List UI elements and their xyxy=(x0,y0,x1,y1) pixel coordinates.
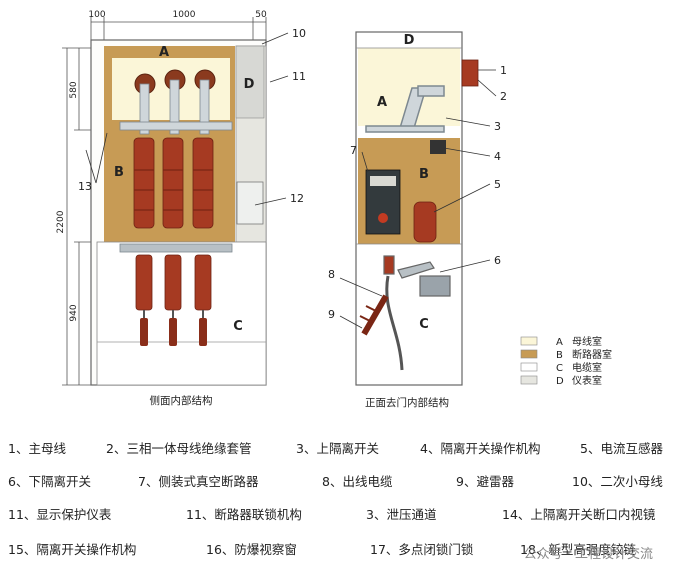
caption-side: 侧面内部结构 xyxy=(150,394,213,407)
front-letter-d: D xyxy=(404,33,415,48)
part-item: 18、新型高强度铰链 xyxy=(520,542,636,557)
callout-11: 11 xyxy=(292,70,306,83)
legend-key-a: A xyxy=(556,337,563,348)
part-item: 6、下隔离开关 xyxy=(8,474,91,489)
front-leaders xyxy=(339,69,497,329)
front-lower-disconnector xyxy=(383,255,451,297)
legend-swatch-c xyxy=(520,362,538,372)
front-letter-a: A xyxy=(377,95,387,110)
front-letter-b: B xyxy=(419,167,429,182)
side-leaders xyxy=(85,32,289,206)
left-dimensions xyxy=(62,47,100,386)
side-letter-c: C xyxy=(233,319,243,334)
legend-key-b: B xyxy=(556,350,563,361)
callout-5: 5 xyxy=(494,178,501,191)
legend-swatch-b xyxy=(520,349,538,359)
part-item: 17、多点闭锁门锁 xyxy=(370,542,474,557)
legend-label-d: 仪表室 xyxy=(572,374,602,387)
front-surge-arrester xyxy=(359,294,389,336)
callout-4: 4 xyxy=(494,150,501,163)
callout-13: 13 xyxy=(78,180,92,193)
breaker-ribs xyxy=(134,169,213,211)
side-letter-d: D xyxy=(244,77,255,92)
dim-top-mid: 1000 xyxy=(173,10,196,20)
dim-top-right: 50 xyxy=(255,10,267,20)
part-item: 10、二次小母线 xyxy=(572,474,663,489)
side-arresters xyxy=(140,318,207,346)
part-item: 16、防爆视察窗 xyxy=(206,542,297,557)
front-view: D A B C 1 2 3 4 5 6 7 8 9 正面去门内部结构 xyxy=(328,31,507,409)
legend: A B C D 母线室 断路器室 电缆室 仪表室 xyxy=(520,335,612,387)
side-view: 100 1000 50 2200 580 940 xyxy=(56,10,306,407)
side-letter-a: A xyxy=(159,45,169,60)
part-item: 7、侧装式真空断路器 xyxy=(138,474,259,489)
front-operating-mechanism xyxy=(430,140,446,154)
callout-9: 9 xyxy=(328,308,335,321)
front-letter-c: C xyxy=(419,317,429,332)
side-letter-b: B xyxy=(114,165,124,180)
part-item: 11、显示保护仪表 xyxy=(8,507,112,522)
part-item: 5、电流互感器 xyxy=(580,441,663,456)
callout-3: 3 xyxy=(494,120,501,133)
dim-height-total: 2200 xyxy=(56,210,66,233)
callout-1: 1 xyxy=(500,64,507,77)
legend-key-d: D xyxy=(556,376,564,387)
parts-list: 1、主母线 2、三相一体母线绝缘套管 3、上隔离开关 4、隔离开关操作机构 5、… xyxy=(0,432,675,583)
parts-row-1: 1、主母线 2、三相一体母线绝缘套管 3、上隔离开关 4、隔离开关操作机构 5、… xyxy=(0,438,675,458)
caption-front: 正面去门内部结构 xyxy=(365,396,449,409)
parts-row-3: 11、显示保护仪表 11、断路器联锁机构 3、泄压通道 14、上隔离开关断口内视… xyxy=(0,504,675,524)
watermark: 公众号 · 工程设计交流 xyxy=(523,547,653,562)
legend-swatch-d xyxy=(520,375,538,385)
part-item: 4、隔离开关操作机构 xyxy=(420,441,541,456)
callout-8: 8 xyxy=(328,268,335,281)
breaker-poles xyxy=(133,137,214,229)
dim-top-left: 100 xyxy=(88,10,105,20)
part-item: 1、主母线 xyxy=(8,441,66,456)
callout-12: 12 xyxy=(290,192,304,205)
part-item: 11、断路器联锁机构 xyxy=(186,507,302,522)
part-item: 15、隔离开关操作机构 xyxy=(8,542,137,557)
part-item: 3、泄压通道 xyxy=(366,507,437,522)
front-upper-disconnector xyxy=(365,85,445,133)
dim-height-lower: 940 xyxy=(69,304,79,321)
upper-disconnector xyxy=(119,79,233,135)
part-item: 3、上隔离开关 xyxy=(296,441,379,456)
callout-7: 7 xyxy=(350,144,357,157)
legend-label-c: 电缆室 xyxy=(572,361,602,374)
dim-height-upper: 580 xyxy=(69,81,79,98)
side-cable-room xyxy=(96,241,267,386)
parts-row-4: 15、隔离开关操作机构 16、防爆视察窗 17、多点闭锁门锁 18、新型高强度铰… xyxy=(0,539,675,559)
front-current-transformer xyxy=(413,201,437,243)
part-item: 8、出线电缆 xyxy=(322,474,393,489)
callout-6: 6 xyxy=(494,254,501,267)
part-item: 2、三相一体母线绝缘套管 xyxy=(106,441,252,456)
legend-label-b: 断路器室 xyxy=(572,348,612,361)
callout-10: 10 xyxy=(292,27,306,40)
top-dimensions xyxy=(90,17,267,40)
part-item: 9、避雷器 xyxy=(456,474,514,489)
legend-swatch-a xyxy=(520,336,538,346)
parts-row-2: 6、下隔离开关 7、侧装式真空断路器 8、出线电缆 9、避雷器 10、二次小母线 xyxy=(0,471,675,491)
interlock-box xyxy=(236,181,264,225)
legend-key-c: C xyxy=(556,363,563,374)
part-item: 14、上隔离开关断口内视镜 xyxy=(502,507,656,522)
switchgear-figure: 100 1000 50 2200 580 940 xyxy=(56,10,612,409)
front-outgoing-cable xyxy=(385,275,404,371)
front-busbar-bushing xyxy=(461,59,479,87)
side-instrument-door xyxy=(235,45,265,119)
legend-label-a: 母线室 xyxy=(572,335,602,348)
callout-2: 2 xyxy=(500,90,507,103)
lower-contacts xyxy=(135,254,212,311)
